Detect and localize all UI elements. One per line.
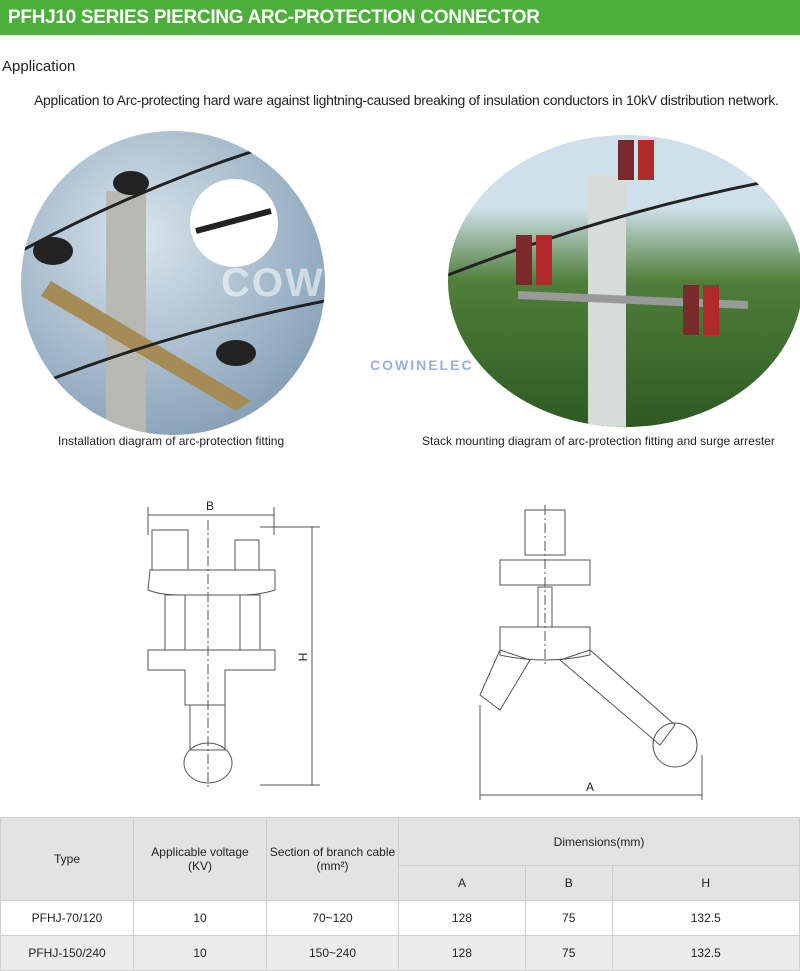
table-row: PFHJ-70/120 10 70~120 128 75 132.5: [0, 900, 800, 936]
cell-b: 75: [524, 935, 613, 971]
photo-caption: Installation diagram of arc-protection f…: [58, 434, 285, 448]
cell-section: 150~240: [266, 935, 399, 971]
section-title: Application: [2, 58, 76, 75]
header-h: H: [611, 865, 800, 901]
cell-voltage: 10: [133, 935, 267, 971]
cell-voltage: 10: [133, 900, 267, 936]
header-section: Section of branch cable(mm²): [266, 817, 399, 901]
dim-h-label: H: [295, 652, 310, 662]
header-dimensions: Dimensions(mm): [398, 817, 800, 866]
header-voltage: Applicable voltage(KV): [133, 817, 267, 901]
connector-front-drawing: [147, 507, 320, 790]
table-header-row: Type Applicable voltage(KV) Section of b…: [0, 817, 800, 901]
cell-b: 75: [524, 900, 613, 936]
page-title: PFHJ10 SERIES PIERCING ARC-PROTECTION CO…: [0, 0, 800, 35]
header-voltage-unit: (KV): [188, 859, 212, 873]
header-voltage-label: Applicable voltage: [151, 845, 249, 859]
photo-caption: Stack mounting diagram of arc-protection…: [422, 434, 775, 448]
header-section-unit: (mm²): [316, 859, 349, 873]
header-b: B: [524, 865, 613, 901]
installation-photo: COWINELEC: [21, 131, 325, 435]
specification-table: Type Applicable voltage(KV) Section of b…: [0, 817, 800, 971]
connector-side-drawing: [479, 505, 703, 800]
header-section-label: Section of branch cable: [269, 845, 396, 859]
cell-type: PFHJ-150/240: [0, 935, 134, 971]
cell-type: PFHJ-70/120: [0, 900, 134, 936]
table-subheader-row: A B H: [1, 865, 800, 901]
stack-mounting-photo: [448, 135, 800, 427]
cell-section: 70~120: [266, 900, 399, 936]
dim-b-label: B: [206, 499, 215, 513]
cell-a: 128: [398, 900, 526, 936]
cell-a: 128: [398, 935, 526, 971]
header-a: A: [398, 865, 526, 901]
watermark-logo: COWINELEC: [370, 357, 474, 373]
cell-h: 132.5: [611, 935, 800, 971]
watermark: COWINELEC: [221, 261, 325, 305]
cell-h: 132.5: [611, 900, 800, 936]
application-text: Application to Arc-protecting hard ware …: [34, 92, 779, 108]
table-row: PFHJ-150/240 10 150~240 128 75 132.5: [0, 935, 800, 971]
header-type: Type: [0, 817, 134, 901]
dim-a-label: A: [586, 780, 595, 794]
